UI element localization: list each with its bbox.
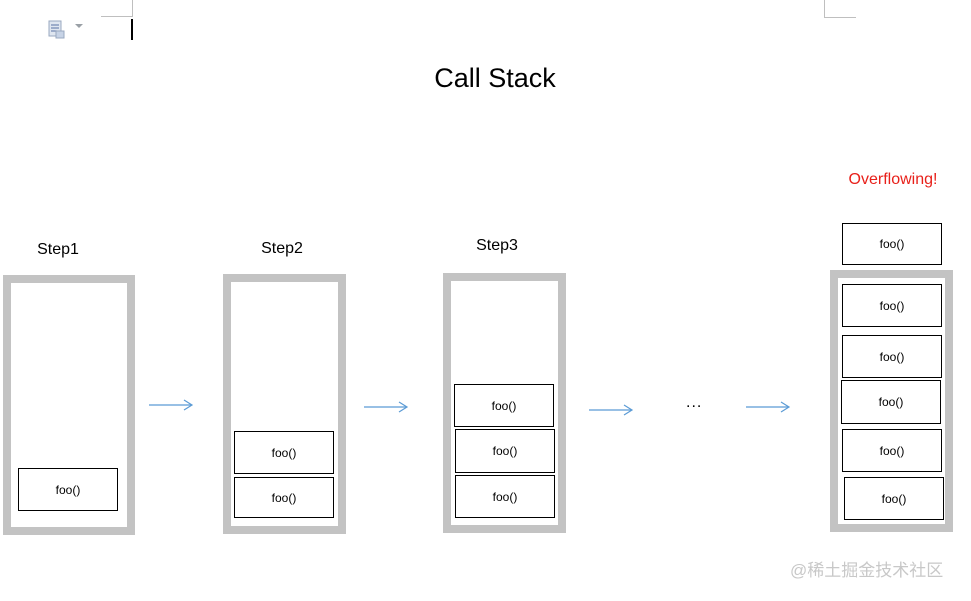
page-corner-mark-right (824, 0, 856, 18)
stack-frame: foo() (454, 384, 554, 427)
stack-frame: foo() (842, 335, 942, 378)
ellipsis: ... (686, 394, 703, 411)
stack-frame: foo() (234, 477, 334, 518)
diagram-title: Call Stack (434, 63, 556, 93)
step-label-2: Step2 (261, 240, 303, 257)
overflow-label: Overflowing! (848, 171, 938, 188)
stack-frame: foo() (844, 477, 944, 520)
stack-frame: foo() (842, 429, 942, 472)
step-label-1: Step1 (37, 241, 79, 258)
right-arrow-icon (746, 401, 791, 413)
right-arrow-icon (364, 401, 409, 413)
stack-frame: foo() (841, 380, 941, 424)
stack-frame: foo() (842, 284, 942, 327)
right-arrow-icon (149, 399, 194, 411)
chevron-down-icon[interactable] (75, 24, 83, 28)
stack-frame: foo() (18, 468, 118, 511)
step-label-3: Step3 (476, 237, 518, 254)
text-cursor (131, 19, 133, 40)
stack-frame: foo() (455, 475, 555, 518)
stack-frame: foo() (455, 429, 555, 473)
stack-frame: foo() (234, 431, 334, 474)
stack-frame-overflowing: foo() (842, 223, 942, 265)
right-arrow-icon (589, 404, 634, 416)
watermark: @稀土掘金技术社区 (790, 561, 944, 580)
page-corner-mark-left (101, 0, 133, 17)
paste-options-icon[interactable] (48, 20, 66, 40)
